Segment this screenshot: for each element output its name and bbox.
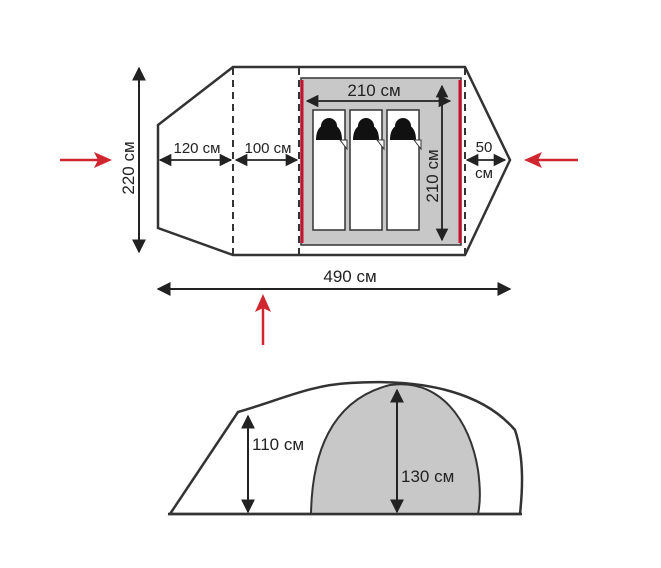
inner-length-label: 210 см (423, 149, 442, 202)
rear-label-unit: см (475, 165, 493, 182)
total-width-label: 220 см (119, 141, 138, 194)
vestibule-front-label: 120 см (173, 140, 220, 157)
inner-width-label: 210 см (347, 81, 400, 100)
vestibule-mid-label: 100 см (244, 140, 291, 157)
entrance-arrow-right (524, 152, 578, 168)
entrance-arrow-bottom (255, 294, 271, 345)
height-low-label: 110 см (252, 435, 304, 454)
height-high-label: 130 см (401, 467, 454, 486)
sleeper-2 (349, 109, 385, 231)
entrance-arrow-left (60, 152, 112, 168)
top-view: 210 см 210 см 120 см 100 см 50 см 220 см… (60, 65, 578, 345)
sleeper-3 (386, 109, 422, 231)
side-view: 110 см 130 см (167, 380, 524, 516)
rear-label-number: 50 (476, 139, 493, 156)
total-length-label: 490 см (323, 267, 376, 286)
sleeper-1 (312, 109, 348, 231)
